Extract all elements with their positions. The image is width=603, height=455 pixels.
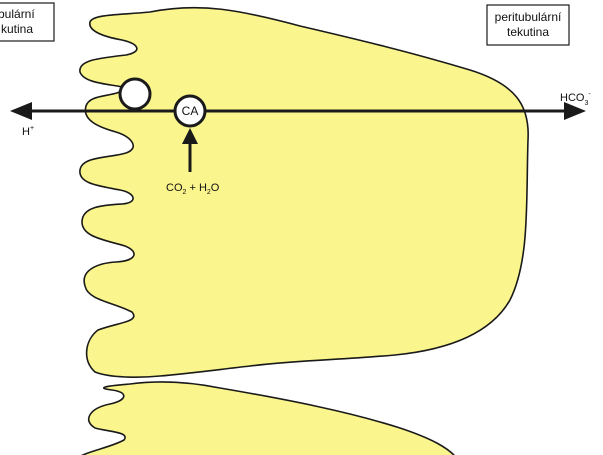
arrowhead-right	[564, 102, 586, 120]
arrowhead-left	[10, 102, 32, 120]
enzyme-label: CA	[182, 104, 199, 118]
left-box-line2: kutina	[1, 22, 33, 36]
right-box-line2: tekutina	[507, 25, 549, 39]
tubular-cell-upper	[80, 8, 528, 378]
tubular-cell-lower	[75, 382, 458, 455]
antiporter-circle	[120, 79, 150, 109]
reactants-label: CO2 + H2O	[166, 182, 220, 196]
right-box-line1: peritubulární	[495, 10, 562, 24]
left-box-line1: bulární	[0, 7, 35, 21]
left-ion-label: H+	[22, 125, 34, 138]
